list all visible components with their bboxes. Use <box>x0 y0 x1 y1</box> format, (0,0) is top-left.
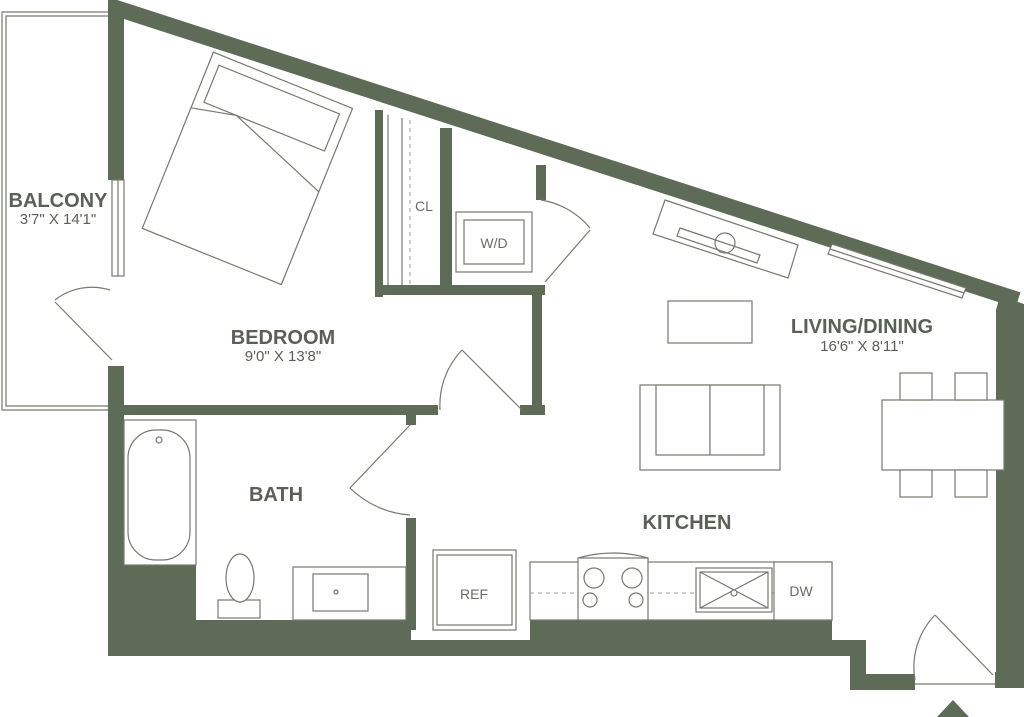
bath-label: BATH <box>249 484 303 506</box>
bath-fixtures <box>123 419 407 621</box>
living-dims: 16'6" X 8'11" <box>820 338 904 355</box>
kitchen-fixtures <box>432 549 833 631</box>
balcony-railing <box>1 11 108 411</box>
exterior-walls <box>108 0 1024 690</box>
closet-label: CL <box>415 198 433 214</box>
bedroom-label: BEDROOM <box>231 327 335 349</box>
entry-arrow-icon <box>937 700 969 717</box>
balcony-label: BALCONY <box>9 190 109 212</box>
windows <box>111 179 967 299</box>
doors <box>54 115 995 685</box>
bedroom-dims: 9'0" X 13'8" <box>245 348 321 365</box>
living-furniture <box>639 199 1005 498</box>
interior-walls <box>124 110 832 642</box>
balcony-dims: 3'7" X 14'1" <box>20 211 96 228</box>
washer-dryer <box>455 211 533 273</box>
bed <box>141 51 354 286</box>
fridge-label: REF <box>460 586 488 602</box>
washer-dryer-label: W/D <box>480 235 507 251</box>
dishwasher-label: DW <box>789 583 813 599</box>
living-label: LIVING/DINING <box>791 316 933 338</box>
kitchen-label: KITCHEN <box>643 512 732 534</box>
